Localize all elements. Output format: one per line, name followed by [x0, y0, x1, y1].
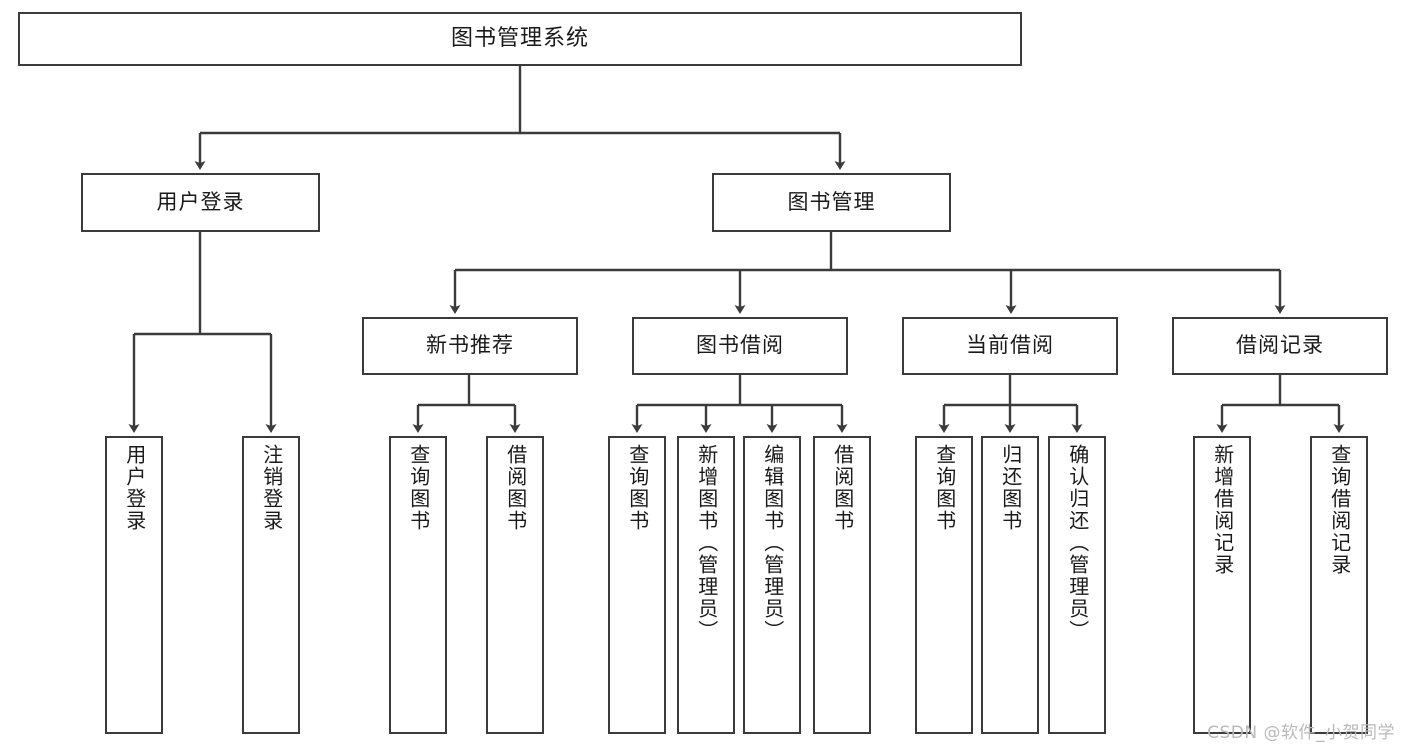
leaf-user-login[interactable]: 用户登录	[105, 436, 163, 734]
node-label: 借阅图书	[830, 444, 855, 532]
node-label: 注销登录	[259, 444, 284, 532]
leaf-user-logout[interactable]: 注销登录	[242, 436, 300, 734]
leaf-current-confirm-return[interactable]: 确认归还（管理员）	[1048, 436, 1106, 734]
node-label: 归还图书	[998, 444, 1023, 532]
node-label: 新增图书（管理员）	[694, 444, 719, 642]
node-label: 查询图书	[406, 444, 431, 532]
leaf-newbook-borrow-book[interactable]: 借阅图书	[486, 436, 544, 734]
leaf-newbook-query-book[interactable]: 查询图书	[389, 436, 447, 734]
node-label: 用户登录	[122, 444, 147, 532]
node-label: 借阅图书	[503, 444, 528, 532]
node-label: 用户登录	[156, 189, 245, 214]
node-label: 当前借阅	[966, 333, 1054, 358]
node-current-borrow[interactable]: 当前借阅	[902, 317, 1118, 375]
leaf-borrow-edit-book[interactable]: 编辑图书（管理员）	[743, 436, 801, 734]
leaf-current-return-book[interactable]: 归还图书	[981, 436, 1039, 734]
node-label: 图书管理	[787, 189, 876, 214]
leaf-record-query-record[interactable]: 查询借阅记录	[1310, 436, 1368, 734]
leaf-record-add-record[interactable]: 新增借阅记录	[1193, 436, 1251, 734]
watermark: CSDN @软件_小贺同学	[1207, 723, 1395, 743]
node-book-management[interactable]: 图书管理	[712, 173, 951, 232]
node-user-login[interactable]: 用户登录	[81, 173, 320, 232]
node-label: 编辑图书（管理员）	[760, 444, 785, 642]
leaf-borrow-add-book[interactable]: 新增图书（管理员）	[677, 436, 735, 734]
node-label: 新书推荐	[426, 333, 514, 358]
node-new-book-recommend[interactable]: 新书推荐	[362, 317, 578, 375]
node-label: 确认归还（管理员）	[1065, 444, 1090, 642]
node-book-borrow[interactable]: 图书借阅	[632, 317, 848, 375]
node-root-system[interactable]: 图书管理系统	[18, 12, 1022, 66]
leaf-borrow-query-book[interactable]: 查询图书	[608, 436, 666, 734]
node-label: 查询图书	[625, 444, 650, 532]
node-label: 图书管理系统	[450, 25, 589, 51]
leaf-current-query-book[interactable]: 查询图书	[915, 436, 973, 734]
leaf-borrow-borrow-book[interactable]: 借阅图书	[813, 436, 871, 734]
node-label: 新增借阅记录	[1210, 444, 1235, 576]
node-label: 图书借阅	[696, 333, 784, 358]
node-borrow-record[interactable]: 借阅记录	[1172, 317, 1388, 375]
node-label: 查询图书	[932, 444, 957, 532]
node-label: 查询借阅记录	[1327, 444, 1352, 576]
node-label: 借阅记录	[1236, 333, 1324, 358]
